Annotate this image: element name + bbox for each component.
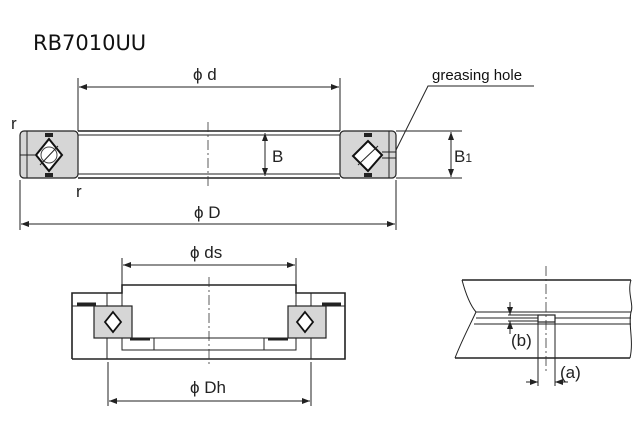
right-roller-icon [351,133,396,177]
width-label: B [272,147,283,166]
radius-label-top: r [11,114,17,133]
housing-diameter-label: ϕ Dh [190,378,226,397]
model-title: RB7010UU [33,31,147,55]
greasing-hole-label: greasing hole [432,67,522,84]
bearing-section-view: ϕ d B B1 [11,65,534,230]
left-roller-icon [20,133,64,177]
greasing-hole-detail: (b) (a) [454,266,633,386]
radius-label-bottom: r [76,182,82,201]
outer-width-label: B1 [454,147,472,166]
inner-diameter-label: ϕ d [193,65,217,84]
outer-diameter-label: ϕ D [194,203,221,222]
dim-b-label: (b) [511,331,532,350]
dim-a-label: (a) [560,363,581,382]
right-bearing-section [287,305,327,339]
mounting-view: ϕ ds ϕ Dh [71,243,346,406]
shaft-diameter-label: ϕ ds [190,243,222,262]
